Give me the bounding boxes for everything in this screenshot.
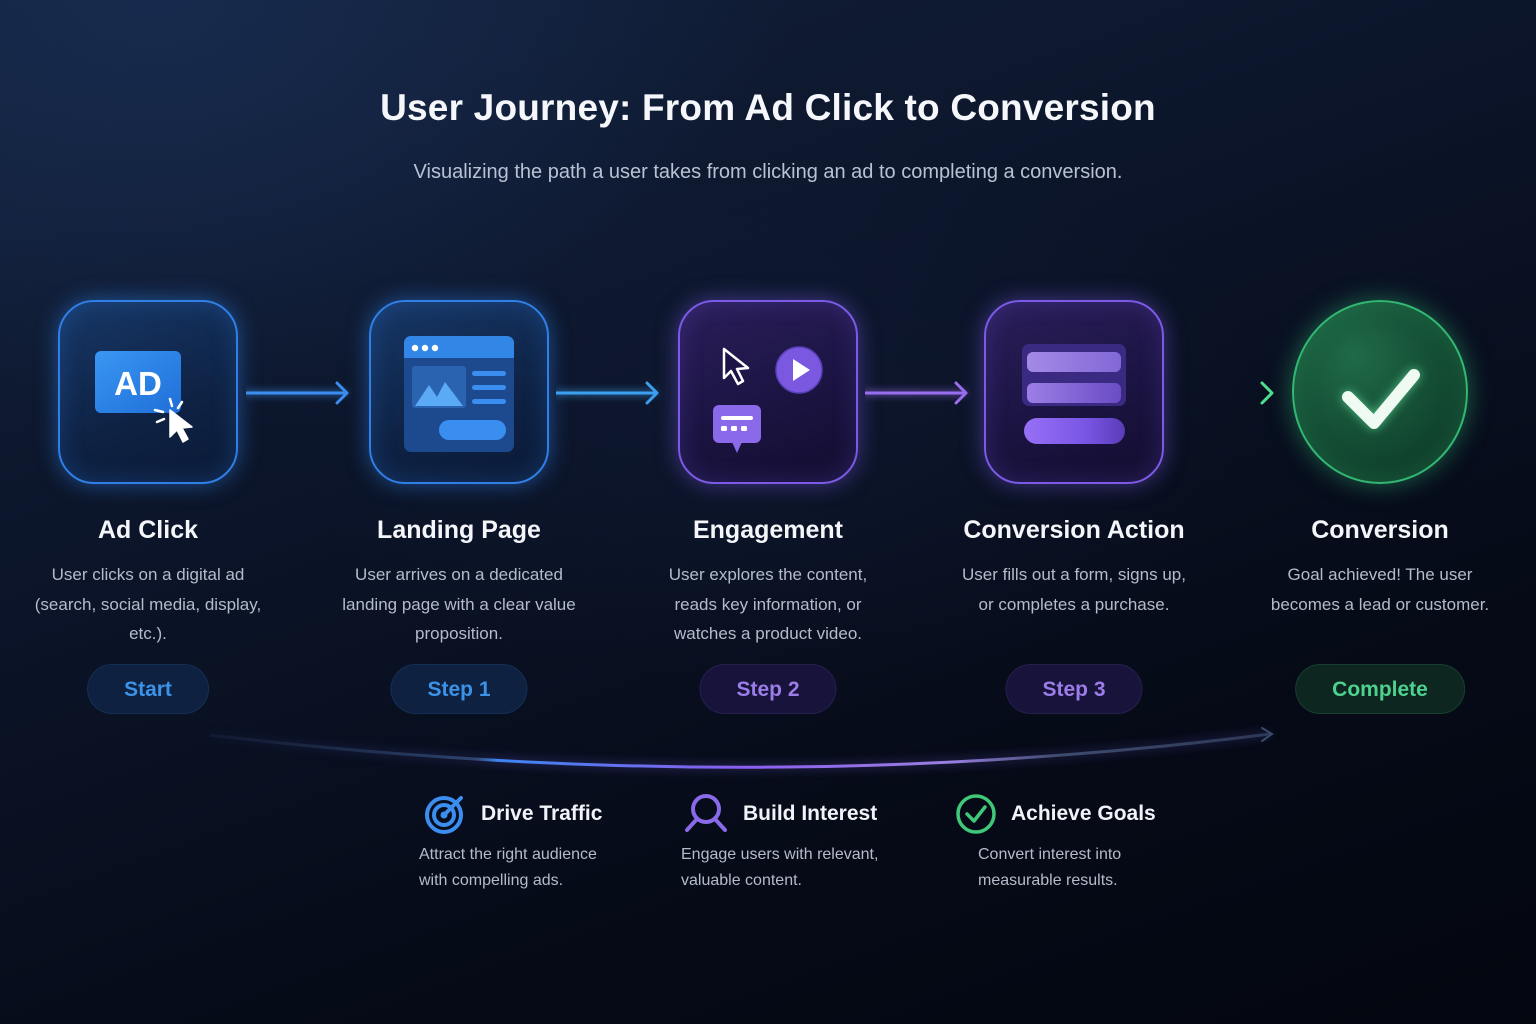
ad-click-tile: AD <box>58 300 238 484</box>
landing-page-icon <box>404 336 514 452</box>
step-landing-page: Landing Page User arrives on a dedicated… <box>309 300 609 714</box>
page-subtitle: Visualizing the path a user takes from c… <box>413 161 1123 183</box>
step-ad-click: AD Ad Click User clicks on a digital ad … <box>0 300 298 714</box>
target-icon <box>425 796 463 834</box>
step-conversion: Conversion Goal achieved! The user becom… <box>1230 300 1530 714</box>
step-engagement: Engagement User explores the content, re… <box>618 300 918 714</box>
step-title: Conversion <box>1311 516 1449 544</box>
step-description: User explores the content, reads key inf… <box>668 565 868 643</box>
step-badge-step-3[interactable]: Step 3 <box>1005 664 1143 714</box>
step-description: User fills out a form, signs up, or comp… <box>962 565 1186 614</box>
journey-flow-line <box>209 727 1274 769</box>
benefit-build-interest: Build Interest Engage users with relevan… <box>681 792 891 894</box>
benefit-achieve-goals: Achieve Goals Convert interest into meas… <box>953 792 1168 894</box>
header: User Journey: From Ad Click to Conversio… <box>0 84 1536 186</box>
step-badge-step-2[interactable]: Step 2 <box>699 664 837 714</box>
arrow-right-icon <box>865 381 968 405</box>
step-title: Ad Click <box>97 516 199 544</box>
step-badge-start[interactable]: Start <box>87 664 209 714</box>
benefit-title: Achieve Goals <box>1011 802 1156 825</box>
search-icon <box>685 794 727 832</box>
arrow-right-icon <box>556 381 659 405</box>
engagement-icon <box>713 346 823 453</box>
check-circle-icon <box>956 794 996 834</box>
landing-page-tile <box>369 300 549 484</box>
benefit-drive-traffic: Drive Traffic Attract the right audience… <box>419 792 619 894</box>
benefit-description: Engage users with relevant, valuable con… <box>681 846 879 889</box>
page-title: User Journey: From Ad Click to Conversio… <box>380 87 1156 128</box>
benefit-title: Build Interest <box>743 802 878 825</box>
arrow-right-icon <box>1171 381 1274 405</box>
step-description: User arrives on a dedicated landing page… <box>342 565 576 643</box>
step-conversion-action: Conversion Action User fills out a form,… <box>924 300 1224 714</box>
step-badge-step-1[interactable]: Step 1 <box>390 664 528 714</box>
step-title: Landing Page <box>377 516 541 544</box>
form-icon <box>1022 344 1126 444</box>
step-badge-complete[interactable]: Complete <box>1295 664 1465 714</box>
ad-click-icon: AD <box>95 351 193 443</box>
svg-text:AD: AD <box>114 365 162 402</box>
conversion-tile <box>1292 300 1468 484</box>
conversion-action-tile <box>984 300 1164 484</box>
step-description: Goal achieved! The user becomes a lead o… <box>1270 565 1490 614</box>
step-title: Engagement <box>692 516 844 544</box>
arrow-right-icon <box>246 381 349 405</box>
engagement-tile <box>678 300 858 484</box>
step-description: User clicks on a digital ad (search, soc… <box>34 565 262 643</box>
benefit-description: Convert interest into measurable results… <box>978 846 1122 889</box>
benefit-title: Drive Traffic <box>481 802 603 825</box>
checkmark-icon <box>1342 369 1420 429</box>
step-title: Conversion Action <box>963 516 1185 544</box>
benefit-description: Attract the right audience with compelli… <box>419 846 597 889</box>
